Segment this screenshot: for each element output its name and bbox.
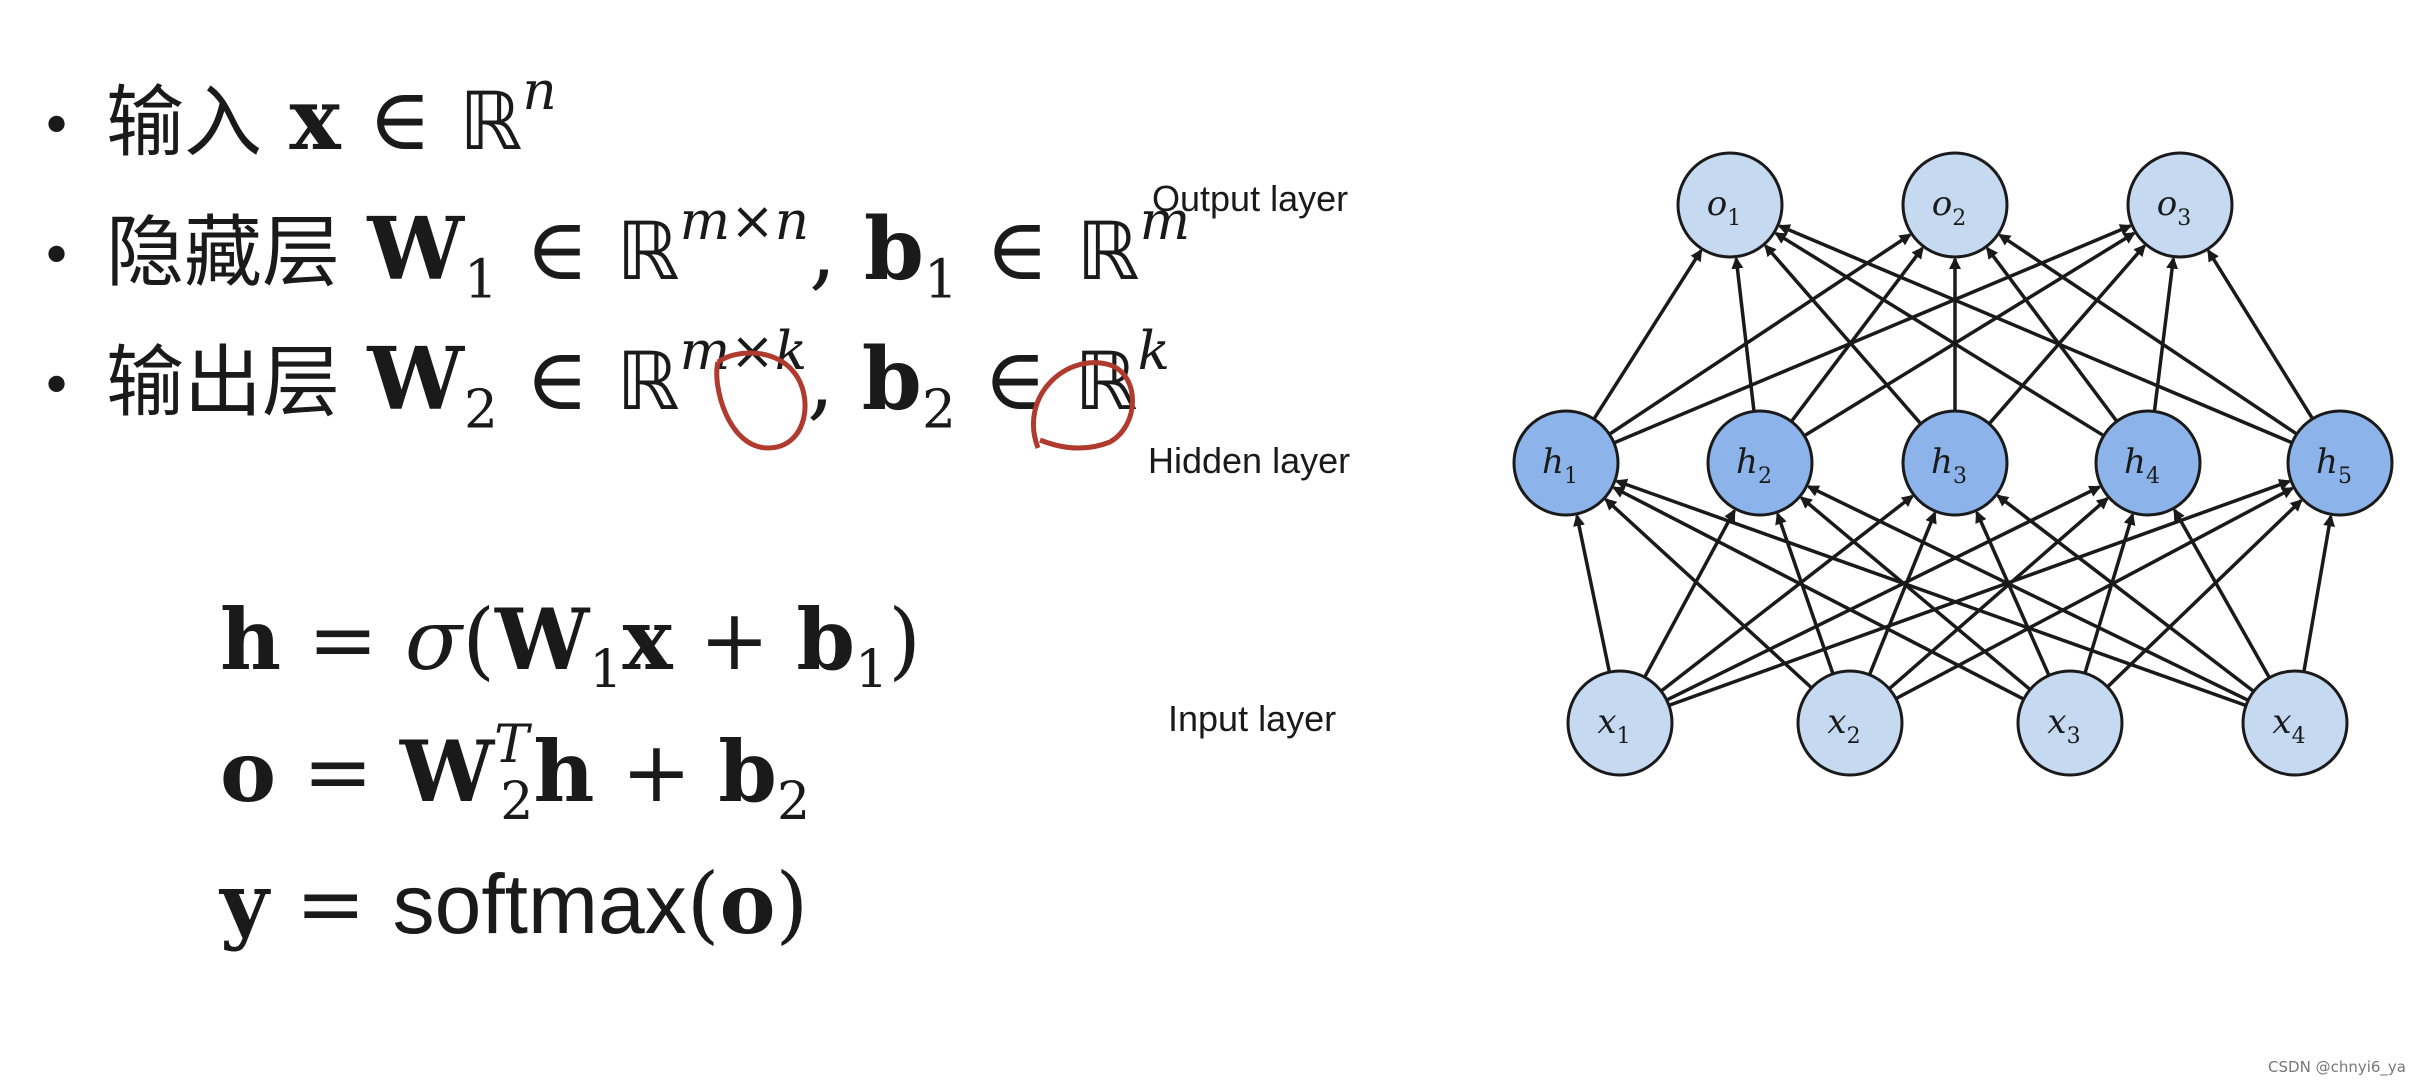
edge-x3-h1 <box>1612 486 2025 701</box>
edge-h2-o3 <box>1803 231 2136 438</box>
edge-x4-h4 <box>2173 508 2271 679</box>
bullet-hidden: •隐藏层 W1 ∈ ℝm×n, b1 ∈ ℝm <box>40 190 1191 311</box>
nodes-group: o1 o2 o3 h1 h2 h3 h4 h5 x1 x2 x3 x4 <box>1512 151 2394 777</box>
output-layer-label: Output layer <box>1152 178 1349 219</box>
edge-x1-h4 <box>1665 485 2102 702</box>
input-node-3-circle <box>2016 669 2124 777</box>
edge-h4-o1 <box>1774 231 2105 438</box>
edge-x3-h4 <box>2083 512 2136 674</box>
output-node-1: o1 <box>1676 151 1784 259</box>
output-node-2-circle <box>1901 151 2009 259</box>
input-node-1: x1 <box>1566 669 1674 777</box>
bullet-dot: • <box>40 353 74 419</box>
edge-h2-o2 <box>1789 246 1924 423</box>
equation-output: o = WT2h + b2 <box>220 714 811 833</box>
edge-x2-h4 <box>1888 497 2109 691</box>
edge-h1-o3 <box>1613 224 2133 445</box>
input-node-2-label: x2 <box>1827 702 1860 749</box>
input-node-4-label: x4 <box>2272 702 2305 749</box>
edge-x4-h5 <box>2302 514 2335 673</box>
input-node-2-circle <box>1796 669 1904 777</box>
hidden-node-5-circle <box>2286 409 2394 517</box>
edge-h5-o3 <box>2206 249 2315 420</box>
hidden-node-1: h1 <box>1512 409 1620 517</box>
output-node-3-label: o3 <box>2157 184 2191 231</box>
input-node-3: x3 <box>2016 669 2124 777</box>
hidden-node-1-circle <box>1512 409 1620 517</box>
hidden-node-2: h2 <box>1706 409 1814 517</box>
bullet-input-label: 输入 <box>106 78 263 168</box>
output-node-3-circle <box>2126 151 2234 259</box>
hidden-node-2-circle <box>1706 409 1814 517</box>
edge-x2-h1 <box>1604 498 1813 690</box>
hidden-node-1-label: h1 <box>1542 442 1578 489</box>
edge-x3-h3 <box>1975 510 2051 677</box>
edge-x1-h2 <box>1643 508 1736 679</box>
edge-h5-o1 <box>1777 224 2293 445</box>
output-node-2: o2 <box>1901 151 2009 259</box>
hidden-node-4: h4 <box>2094 409 2202 517</box>
edge-h2-o1 <box>1731 256 1756 412</box>
hidden-node-5: h5 <box>2286 409 2394 517</box>
hidden-layer-label: Hidden layer <box>1148 440 1351 481</box>
edge-x1-h3 <box>1660 494 1914 693</box>
edge-x1-h5 <box>1668 479 2292 707</box>
hidden-node-5-label: h5 <box>2316 442 2352 489</box>
input-layer-label: Input layer <box>1168 698 1337 739</box>
input-node-4-circle <box>2241 669 2349 777</box>
edges-group <box>1573 224 2335 708</box>
hidden-node-2-label: h2 <box>1736 442 1772 489</box>
edge-h5-o2 <box>1998 233 2298 436</box>
hidden-node-3: h3 <box>1901 409 2009 517</box>
edge-x2-h5 <box>1895 486 2295 701</box>
edge-h3-o3 <box>1987 244 2146 425</box>
equation-hidden: h = σ(W1x + b1) <box>220 590 922 701</box>
bullet-dot: • <box>40 223 74 289</box>
input-node-4: x4 <box>2241 669 2349 777</box>
output-node-2-label: o2 <box>1932 184 1966 231</box>
hidden-node-3-label: h3 <box>1931 442 1967 489</box>
output-node-1-label: o1 <box>1707 184 1741 231</box>
edge-h4-o2 <box>1985 246 2119 423</box>
edge-h3-o1 <box>1764 244 1923 425</box>
input-node-3-label: x3 <box>2047 702 2080 749</box>
output-node-1-circle <box>1676 151 1784 259</box>
hidden-node-3-circle <box>1901 409 2009 517</box>
edge-x2-h3 <box>1867 511 1937 676</box>
hidden-node-4-label: h4 <box>2124 442 2160 489</box>
edge-x4-h1 <box>1614 478 2247 708</box>
edge-x3-h2 <box>1799 496 2032 691</box>
softmax-fn: softmax <box>392 857 687 951</box>
bullet-output-label: 输出层 <box>106 338 341 428</box>
bullet-input: •输入 x ∈ ℝn <box>40 64 557 177</box>
edge-x4-h3 <box>1996 494 2255 693</box>
output-node-3: o3 <box>2126 151 2234 259</box>
edge-x3-h5 <box>2106 499 2303 689</box>
input-node-1-label: x1 <box>1597 702 1630 749</box>
watermark: CSDN @chnyi6_ya <box>2268 1058 2406 1076</box>
input-node-1-circle <box>1566 669 1674 777</box>
edge-x1-h1 <box>1573 513 1612 673</box>
edge-h1-o2 <box>1608 233 1912 436</box>
hidden-node-4-circle <box>2094 409 2202 517</box>
bullet-hidden-label: 隐藏层 <box>106 208 341 298</box>
edge-h1-o1 <box>1592 248 1703 421</box>
edge-x4-h2 <box>1806 485 2249 702</box>
bullet-dot: • <box>40 93 74 159</box>
equation-softmax: y = softmax(o) <box>220 854 809 953</box>
input-node-2: x2 <box>1796 669 1904 777</box>
